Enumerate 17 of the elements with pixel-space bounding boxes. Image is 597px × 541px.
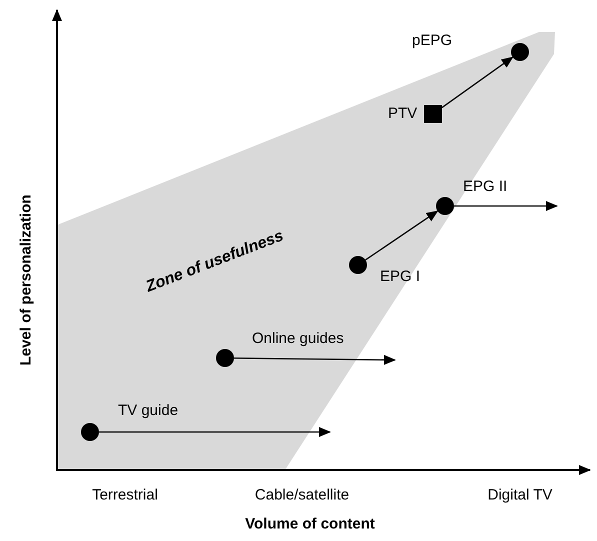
arrow	[365, 210, 438, 260]
square-marker	[424, 105, 442, 123]
arrow	[454, 201, 558, 211]
point-label: PTV	[388, 105, 418, 122]
arrow	[442, 56, 514, 108]
point-label: Online guides	[252, 330, 344, 347]
axis-title: Volume of content	[245, 516, 375, 532]
point-label: EPG II	[463, 178, 508, 195]
axis-title: Level of personalization	[18, 194, 34, 366]
tick-label: Terrestrial	[92, 486, 158, 504]
point-label: TV guide	[118, 402, 178, 419]
tick-label: Cable/satellite	[254, 486, 350, 504]
point-label: pEPG	[412, 32, 452, 49]
point-label: EPG I	[380, 268, 420, 285]
arrow	[234, 354, 396, 365]
arrow	[99, 427, 331, 437]
tick-label: Digital TV	[488, 486, 552, 504]
